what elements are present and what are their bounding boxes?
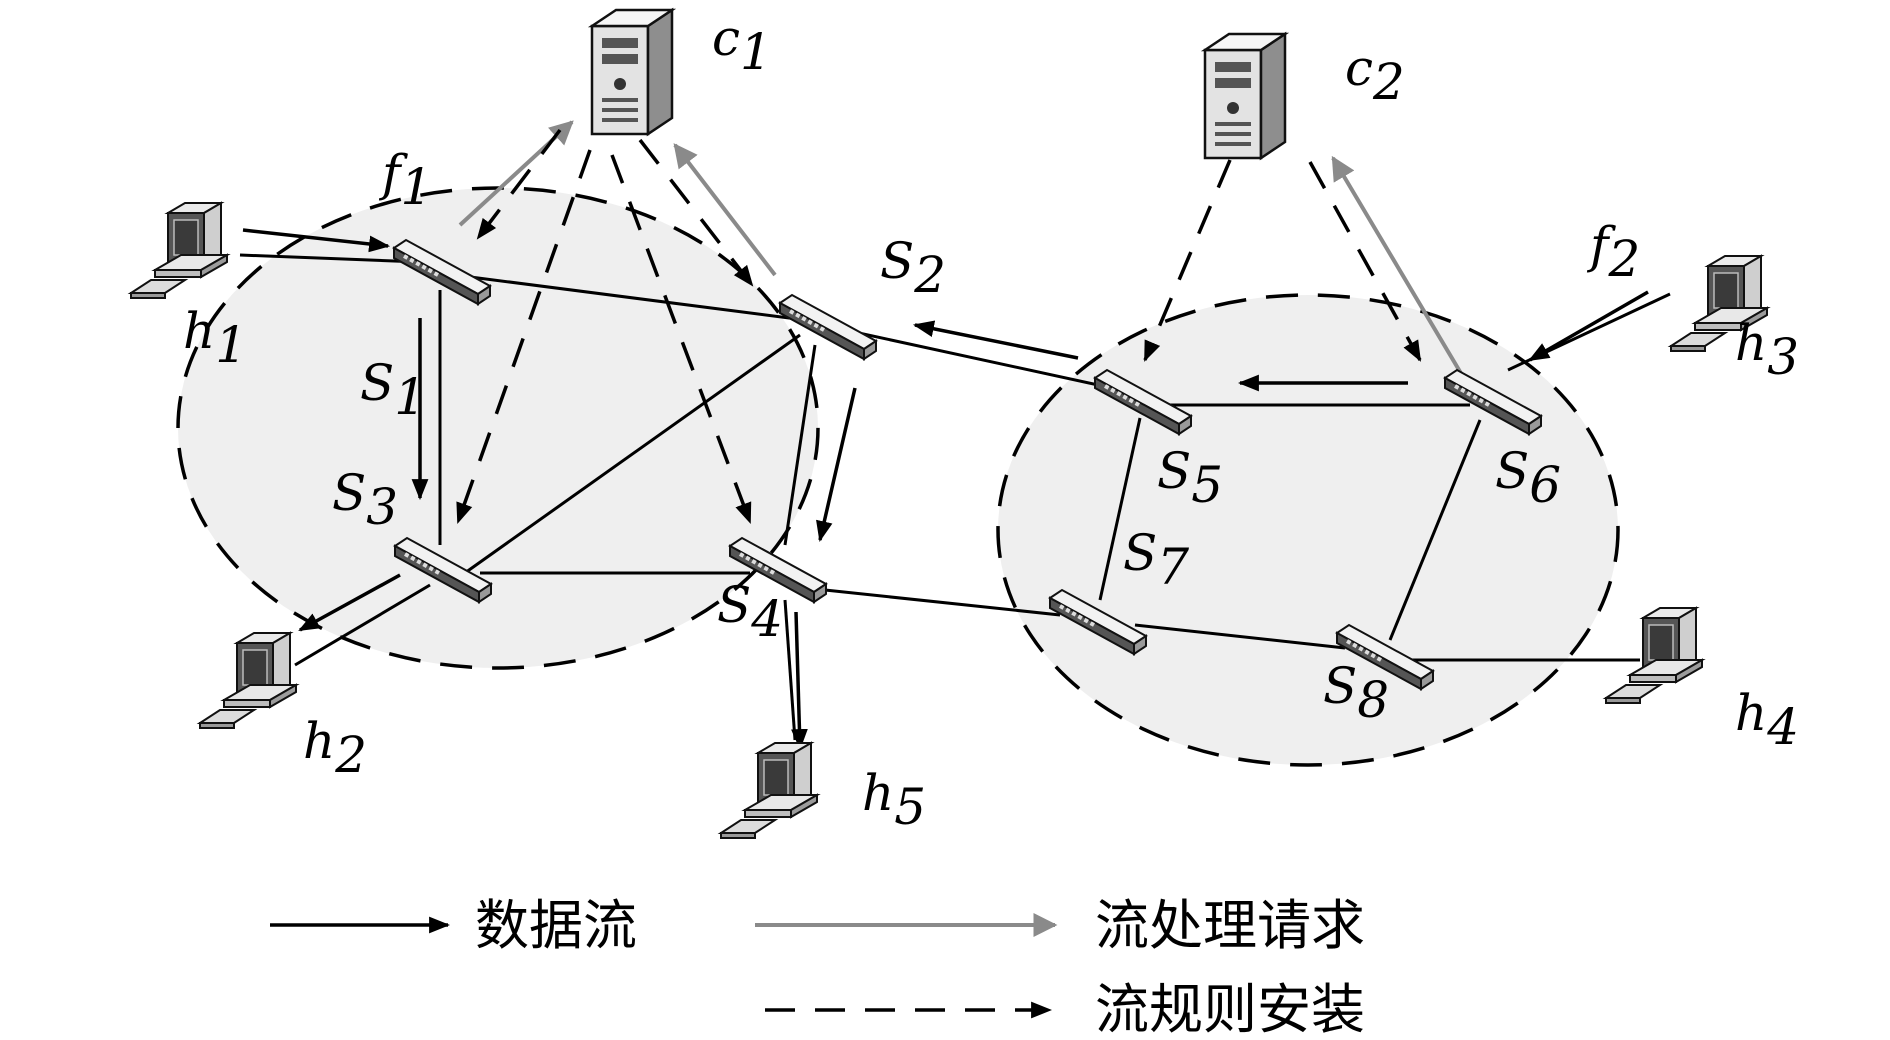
label-f2: f2: [1586, 216, 1640, 288]
label-h1: h1: [183, 302, 247, 374]
label-h4: h4: [1735, 684, 1799, 756]
host-h2-icon: [199, 632, 297, 729]
controller-c2-icon: [1203, 32, 1287, 160]
label-h2: h2: [303, 712, 367, 784]
legend-request-label: 流处理请求: [1095, 894, 1365, 957]
links: [239, 253, 1671, 741]
label-s8: S8: [1323, 657, 1389, 729]
domain-2: [996, 293, 1620, 767]
label-h5: h5: [862, 764, 926, 836]
legend-rule-label: 流规则安装: [1095, 978, 1365, 1035]
label-c1: c1: [712, 9, 772, 81]
data-flow-arrows: [242, 228, 1649, 751]
legend: 数据流 流处理请求 流规则安装: [270, 894, 1365, 1040]
host-h1-icon: [130, 202, 228, 299]
label-s3: S3: [332, 464, 398, 536]
label-f1: f1: [378, 144, 432, 216]
labels: c1 c2 f1 f2 S1 S2 S3 S4 S5 S6 S7 S8 h1 h…: [183, 9, 1799, 836]
label-s4: S4: [717, 576, 783, 648]
label-s1: S1: [360, 354, 426, 426]
legend-data-flow-label: 数据流: [475, 894, 637, 957]
host-h4-icon: [1605, 607, 1703, 704]
label-c2: c2: [1345, 39, 1405, 111]
host-h5-icon: [720, 742, 818, 839]
label-s7: S7: [1123, 524, 1189, 596]
label-s2: S2: [880, 232, 946, 304]
label-h3: h3: [1735, 314, 1799, 386]
controller-c1-icon: [590, 8, 674, 136]
rule-install-arrows: [456, 128, 1422, 524]
label-s5: S5: [1157, 442, 1223, 514]
label-s6: S6: [1495, 442, 1561, 514]
